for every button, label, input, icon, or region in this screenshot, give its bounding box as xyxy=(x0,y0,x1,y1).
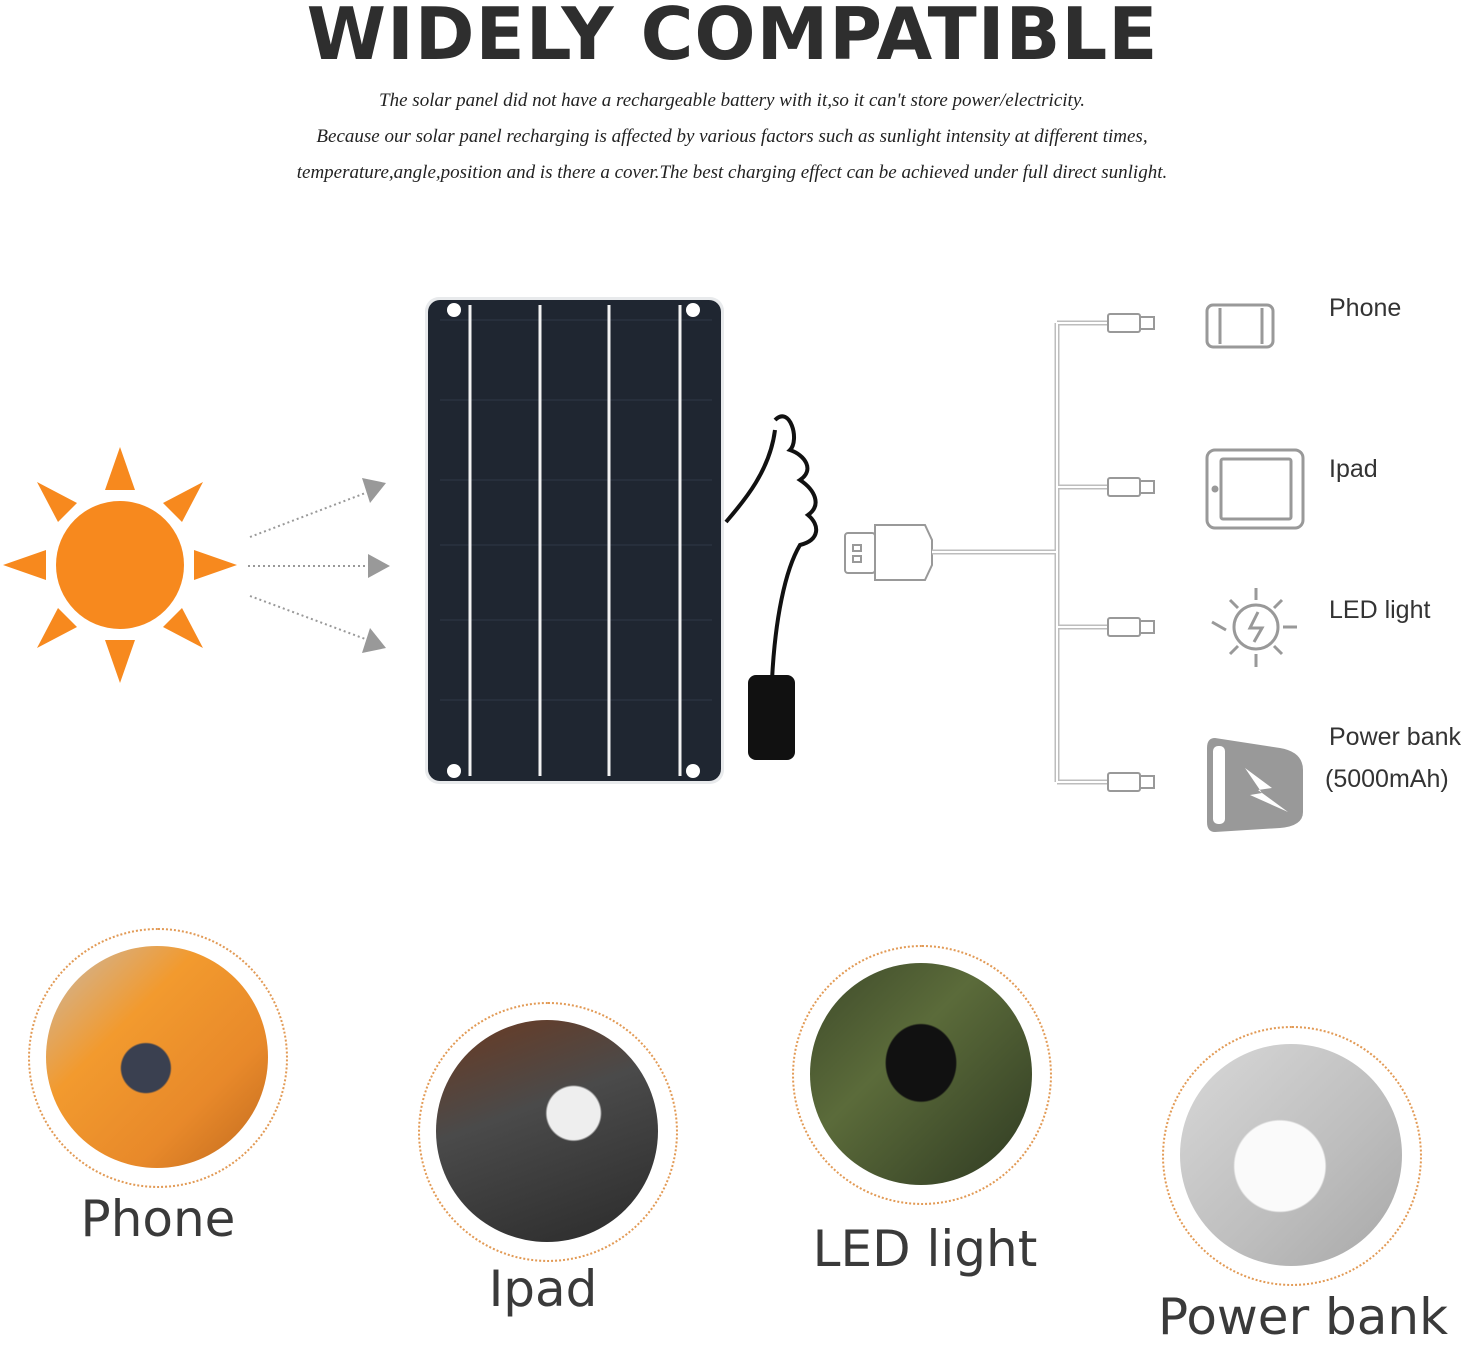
usb-connector-icon xyxy=(844,524,933,581)
led-light-icon xyxy=(1211,588,1297,667)
device-label-capacity: (5000mAh) xyxy=(1325,765,1449,793)
solar-panel xyxy=(425,297,724,784)
device-label-led-light: LED light xyxy=(1329,596,1431,624)
photo-label-power-bank: Power bank xyxy=(1157,1288,1449,1346)
page-title: WIDELY COMPATIBLE xyxy=(306,0,1159,76)
device-label-ipad: Ipad xyxy=(1329,455,1378,483)
phone-icon xyxy=(1205,303,1275,349)
photo-label-phone: Phone xyxy=(80,1190,236,1248)
description-line-3: temperature,angle,position and is there … xyxy=(296,162,1168,183)
photo-frame-led-light xyxy=(792,945,1052,1205)
led-light-photo xyxy=(810,963,1032,1185)
description-line-1: The solar panel did not have a rechargea… xyxy=(379,90,1085,111)
sun-icon xyxy=(3,447,237,683)
description-line-2: Because our solar panel recharging is af… xyxy=(316,126,1148,147)
coiled-cable-icon xyxy=(724,414,819,760)
photo-label-led-light: LED light xyxy=(812,1220,1038,1278)
device-label-phone: Phone xyxy=(1329,294,1402,322)
phone-photo xyxy=(46,946,268,1168)
sunlight-arrows-icon xyxy=(248,478,390,653)
ipad-photo xyxy=(436,1020,658,1242)
tablet-icon xyxy=(1205,448,1305,530)
charging-diagram xyxy=(3,297,1305,832)
photo-frame-phone xyxy=(28,928,288,1188)
photo-frame-power-bank xyxy=(1162,1026,1422,1286)
photo-frame-ipad xyxy=(418,1002,678,1262)
power-bank-icon xyxy=(1207,738,1303,832)
device-label-power-bank: Power bank xyxy=(1329,723,1462,751)
photo-label-ipad: Ipad xyxy=(488,1260,598,1318)
power-bank-photo xyxy=(1180,1044,1402,1266)
cable-plugs xyxy=(1107,313,1155,792)
